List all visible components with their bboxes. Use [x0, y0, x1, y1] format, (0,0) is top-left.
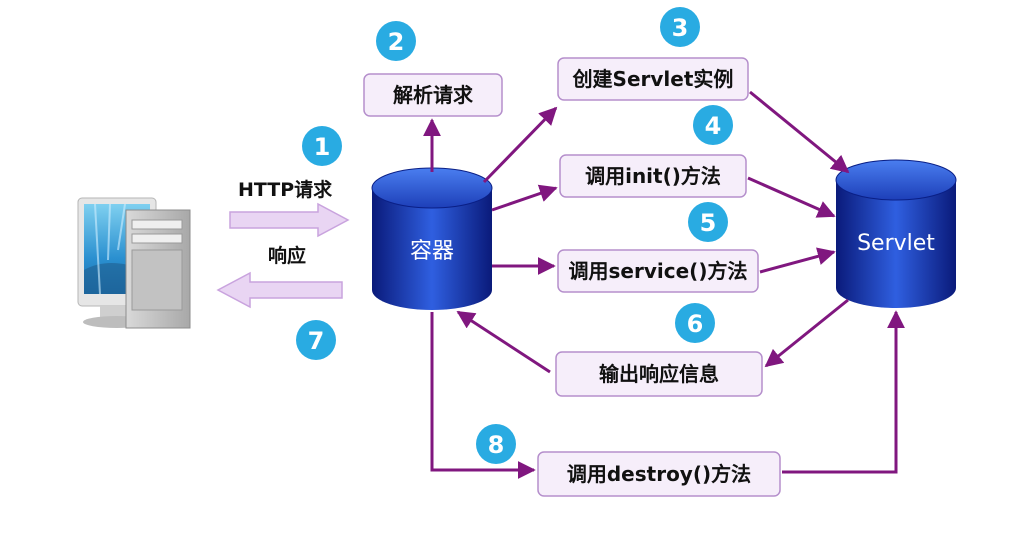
http-request-label: HTTP请求	[238, 178, 333, 201]
step-2-badge: 2	[376, 21, 416, 61]
servlet-label: Servlet	[857, 231, 935, 256]
step-3-label: 3	[672, 14, 689, 42]
step-6-label: 6	[687, 310, 704, 338]
arrow-container-to-init	[491, 184, 558, 212]
box-call-service: 调用service()方法	[557, 249, 759, 293]
arrow-output-to-container	[456, 310, 551, 374]
box-create-instance-label: 创建Servlet实例	[572, 67, 734, 91]
step-5-badge: 5	[688, 202, 728, 242]
arrow-init-to-servlet	[747, 176, 836, 218]
arrow-container-to-destroy	[430, 312, 536, 479]
box-call-init-label: 调用init()方法	[585, 164, 721, 188]
step-5-label: 5	[700, 209, 717, 237]
http-request-arrow	[229, 202, 350, 238]
arrow-create-to-servlet	[749, 90, 850, 174]
box-output-response: 输出响应信息	[555, 351, 763, 397]
box-parse-request-label: 解析请求	[393, 83, 474, 107]
box-output-response-label: 输出响应信息	[599, 362, 719, 386]
arrow-destroy-to-servlet	[782, 310, 905, 474]
arrow-container-to-create	[482, 106, 558, 184]
box-call-destroy-label: 调用destroy()方法	[567, 462, 751, 486]
servlet-cylinder: Servlet	[835, 159, 957, 308]
arrow-servlet-to-output	[764, 298, 849, 368]
box-parse-request: 解析请求	[363, 73, 503, 117]
step-8-label: 8	[488, 431, 505, 459]
container-cylinder: 容器	[371, 167, 493, 310]
step-6-badge: 6	[675, 303, 715, 343]
box-call-service-label: 调用service()方法	[569, 259, 748, 283]
step-2-label: 2	[388, 28, 405, 56]
connector-arrows	[423, 90, 905, 479]
box-call-destroy: 调用destroy()方法	[537, 451, 781, 497]
step-3-badge: 3	[660, 7, 700, 47]
step-7-label: 7	[308, 327, 325, 355]
box-create-instance: 创建Servlet实例	[557, 57, 749, 101]
response-label: 响应	[268, 244, 306, 267]
container-label: 容器	[410, 239, 454, 264]
box-call-init: 调用init()方法	[559, 154, 747, 198]
arrow-service-to-servlet	[759, 247, 836, 274]
step-4-badge: 4	[693, 105, 733, 145]
step-8-badge: 8	[476, 424, 516, 464]
desktop-computer-icon	[77, 197, 191, 329]
step-7-badge: 7	[296, 320, 336, 360]
response-arrow	[216, 271, 343, 309]
step-1-label: 1	[314, 133, 331, 161]
step-4-label: 4	[705, 112, 722, 140]
step-1-badge: 1	[302, 126, 342, 166]
